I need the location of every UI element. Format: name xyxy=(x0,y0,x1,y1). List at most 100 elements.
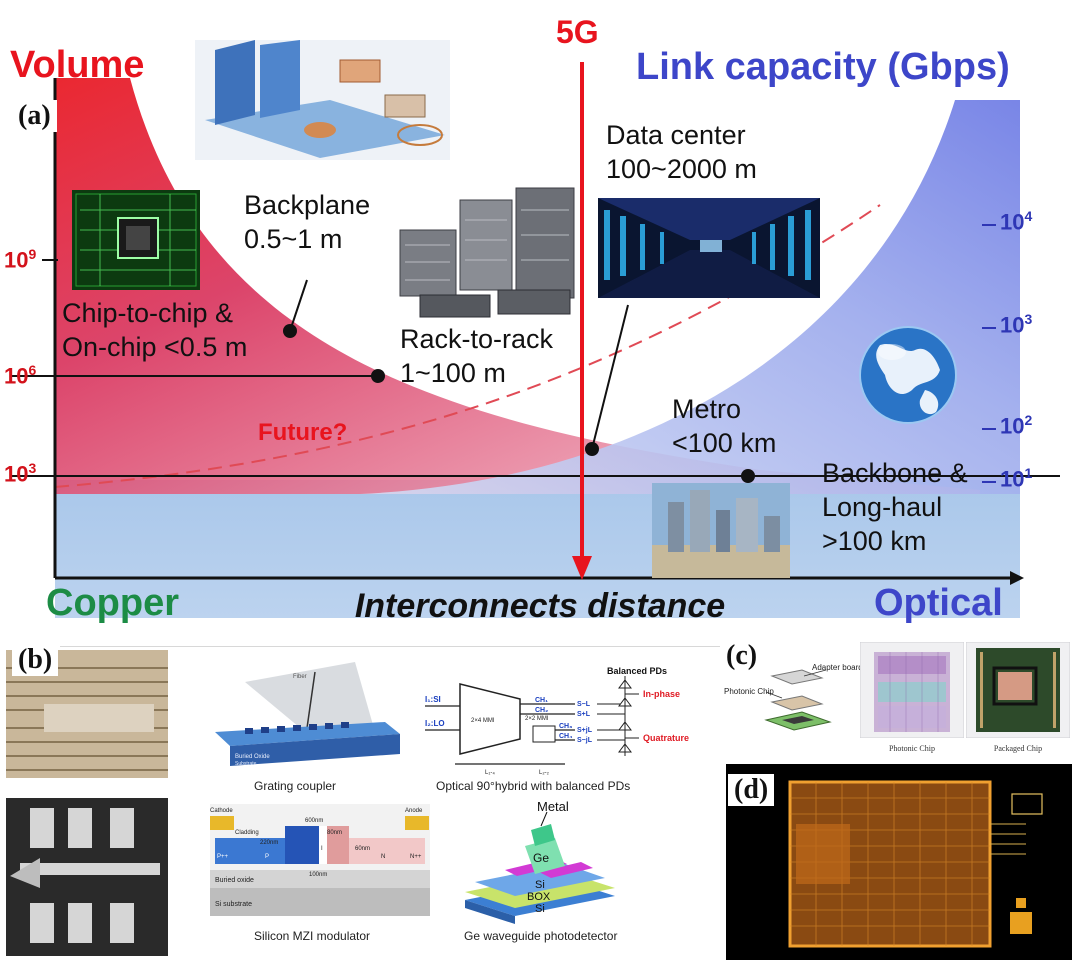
left-tick-1e3: 103 xyxy=(4,460,37,487)
grating-substrate-label: Substrate xyxy=(235,761,257,767)
panel-b-label: (b) xyxy=(12,644,59,676)
globe-image xyxy=(859,326,957,424)
category-metro: Metro<100 km xyxy=(672,394,777,458)
capacity-area xyxy=(360,100,1020,494)
caption-photonic-chip: Photonic Chip xyxy=(888,744,935,753)
grating-buried-label: Buried Oxide xyxy=(235,754,270,760)
w100-label: 100nm xyxy=(309,872,327,878)
backplane-image xyxy=(195,40,450,160)
out1-label: S−L xyxy=(577,701,591,708)
l-right-label: L₂‑₂ xyxy=(539,770,550,776)
volume-title: Volume xyxy=(10,44,145,86)
n-label: N xyxy=(381,854,385,860)
category-backbone: Backbone &Long-haul>100 km xyxy=(822,458,968,556)
ge-photodetector-diagram: Metal Ge Si BOX Si xyxy=(465,800,615,924)
i-label: I xyxy=(321,846,323,852)
adapter-board-callout: Adapter board xyxy=(812,663,862,672)
right-tick-1e3: 103 xyxy=(1000,311,1033,338)
city-image xyxy=(652,483,790,578)
out3-label: S+jL xyxy=(577,727,593,734)
copper-label: Copper xyxy=(46,582,179,624)
metal-label: Metal xyxy=(537,800,569,814)
h60-label: 60nm xyxy=(355,846,370,852)
x-axis-label: Interconnects distance xyxy=(355,587,725,625)
input-s-label: I₁:SI xyxy=(425,695,441,704)
dot-metro xyxy=(741,469,755,483)
caption-hybrid: Optical 90°hybrid with balanced PDs xyxy=(436,779,631,793)
mzi-diagram: Cathode Anode Cladding 220nm 600nm 80nm … xyxy=(210,804,430,916)
panel-c-label: (c) xyxy=(720,640,764,672)
panel-separator xyxy=(60,646,720,647)
dot-datacenter xyxy=(585,442,599,456)
cladding-label: Cladding xyxy=(235,830,259,836)
h80-label: 80nm xyxy=(327,830,342,836)
ch4-label: CH₄ xyxy=(559,733,572,740)
dot-rack xyxy=(371,369,385,383)
ch1-label: CH₁ xyxy=(535,697,548,704)
volume-area xyxy=(55,78,980,494)
ch3-label: CH₃ xyxy=(559,723,572,730)
hybrid-diagram: Balanced PDs 2×4 MMI 2×2 MMI I₁:SI I₂:LO… xyxy=(425,666,689,776)
si-bottom-label: Si xyxy=(535,903,545,915)
x-axis-arrow xyxy=(1010,571,1024,585)
caption-packaged-chip: Packaged Chip xyxy=(993,744,1043,753)
base-band xyxy=(55,480,1020,618)
anode-label: Anode xyxy=(405,808,423,814)
input-lo-label: I₂:LO xyxy=(425,719,445,728)
ppp-label: P++ xyxy=(217,854,229,860)
grating-fiber-label: Fiber xyxy=(293,674,307,680)
out4-label: S−jL xyxy=(577,737,593,744)
t220-label: 220nm xyxy=(260,840,278,846)
mmi-label: 2×4 MMI xyxy=(471,718,495,724)
pointer-datacenter xyxy=(591,304,629,450)
ge-label: Ge xyxy=(533,851,549,865)
grating-coupler-diagram: Fiber Buried Oxide Substrate xyxy=(215,662,400,767)
chip-image xyxy=(72,190,200,290)
5g-label: 5G xyxy=(556,14,599,50)
photonic-chip-photo xyxy=(860,642,964,738)
panel-d-label: (d) xyxy=(728,774,775,806)
optical-label: Optical xyxy=(874,582,1003,624)
panel-a-chart: Future? Interconnects distance xyxy=(12,40,1060,625)
5g-divider-arrow xyxy=(572,556,592,580)
box-label: BOX xyxy=(527,891,551,903)
panel-d-layout-image xyxy=(726,764,1072,960)
w600-label: 600nm xyxy=(305,818,323,824)
caption-grating-coupler: Grating coupler xyxy=(254,779,337,793)
caption-ge-photodetector: Ge waveguide photodetector xyxy=(464,929,618,943)
category-chip-to-chip: Chip-to-chip &On-chip <0.5 m xyxy=(62,298,248,362)
photonic-chip-callout: Photonic Chip xyxy=(724,687,774,696)
buried-oxide-label: Buried oxide xyxy=(215,877,254,884)
package-exploded-view: Photonic Chip Adapter board xyxy=(724,663,862,731)
dot-chip xyxy=(283,324,297,338)
si-top-label: Si xyxy=(535,879,545,891)
micrographs xyxy=(6,650,168,956)
future-label: Future? xyxy=(258,419,347,446)
l-left-label: L₁‑₄ xyxy=(485,770,495,776)
right-tick-1e1: 101 xyxy=(1000,465,1033,492)
ch2-label: CH₂ xyxy=(535,707,548,714)
panel-a-label: (a) xyxy=(12,100,57,132)
caption-mzi: Silicon MZI modulator xyxy=(254,929,371,943)
pointer-backplane xyxy=(289,279,308,332)
out2-label: S+L xyxy=(577,711,591,718)
cathode-label: Cathode xyxy=(210,808,233,814)
right-tick-1e4: 104 xyxy=(1000,208,1033,235)
datacenter-image xyxy=(598,198,820,298)
left-tick-1e9: 109 xyxy=(4,246,37,273)
packaged-chip-photo xyxy=(966,642,1070,738)
si-substrate-label: Si substrate xyxy=(215,901,252,908)
mmi2-label: 2×2 MMI xyxy=(525,716,549,722)
p-label: P xyxy=(265,854,269,860)
left-tick-1e6: 106 xyxy=(4,362,37,389)
in-phase-label: In-phase xyxy=(643,689,680,699)
npp-label: N++ xyxy=(410,854,422,860)
right-tick-1e2: 102 xyxy=(1000,412,1033,439)
balanced-pds-label: Balanced PDs xyxy=(607,666,667,676)
rack-image xyxy=(399,187,575,318)
quadrature-label: Quatrature xyxy=(643,733,689,743)
